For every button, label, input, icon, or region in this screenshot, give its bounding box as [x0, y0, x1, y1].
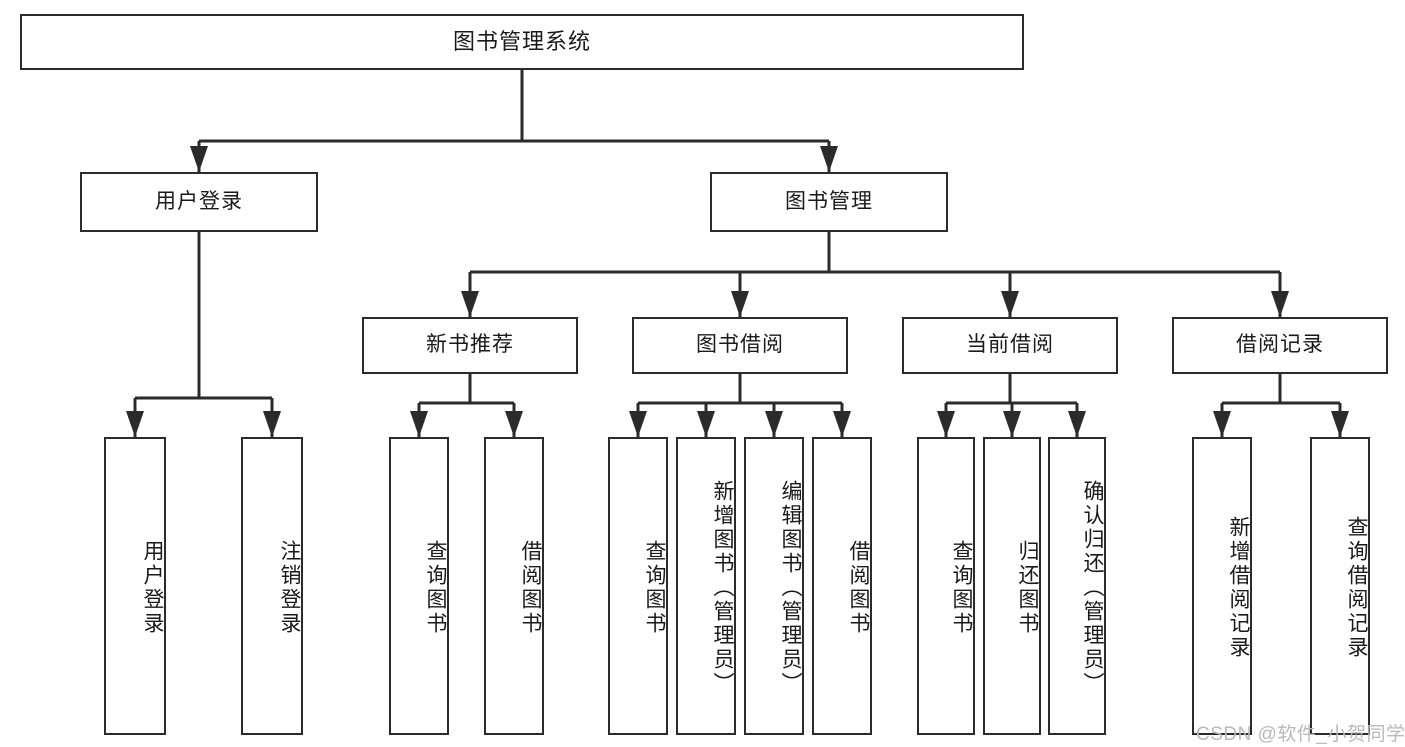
arrow-head-icon — [1003, 411, 1021, 437]
arrow-head-icon — [937, 411, 955, 437]
arrow-head-icon — [505, 411, 523, 437]
node-l3-borrow-book-2: 借阅图书 — [812, 437, 872, 735]
node-l2-borrow-record: 借阅记录 — [1172, 317, 1388, 374]
node-l3-query-book-2: 查询图书 — [608, 437, 668, 735]
node-l3-query-book-1: 查询图书 — [389, 437, 449, 735]
arrow-head-icon — [1213, 411, 1231, 437]
node-l3-add-record: 新增借阅记录 — [1192, 437, 1252, 735]
arrow-head-icon — [263, 411, 281, 437]
csdn-watermark: CSDN @软件_小贺同学 — [1196, 724, 1405, 745]
node-l3-add-book: 新增图书（管理员） — [676, 437, 736, 735]
arrow-head-icon — [461, 291, 479, 317]
node-l2-current-borrow: 当前借阅 — [902, 317, 1118, 374]
node-root: 图书管理系统 — [20, 14, 1024, 70]
arrow-head-icon — [1331, 411, 1349, 437]
arrow-head-icon — [190, 146, 208, 172]
arrow-head-icon — [126, 411, 144, 437]
arrow-head-icon — [731, 291, 749, 317]
node-l2-new-book-rec: 新书推荐 — [362, 317, 578, 374]
arrow-head-icon — [1271, 291, 1289, 317]
node-l3-query-record: 查询借阅记录 — [1310, 437, 1370, 735]
node-l1-user-login: 用户登录 — [80, 172, 318, 232]
arrow-head-icon — [833, 411, 851, 437]
arrow-head-icon — [1001, 291, 1019, 317]
arrow-head-icon — [697, 411, 715, 437]
arrow-head-icon — [765, 411, 783, 437]
node-l3-borrow-book-1: 借阅图书 — [484, 437, 544, 735]
arrow-head-icon — [820, 146, 838, 172]
node-l3-logout: 注销登录 — [241, 437, 303, 735]
node-l3-user-login: 用户登录 — [104, 437, 166, 735]
arrow-head-icon — [1068, 411, 1086, 437]
node-l3-confirm-return: 确认归还（管理员） — [1048, 437, 1106, 735]
node-l1-book-manage: 图书管理 — [710, 172, 948, 232]
node-l3-query-book-3: 查询图书 — [917, 437, 975, 735]
arrow-head-icon — [629, 411, 647, 437]
node-l3-return-book: 归还图书 — [983, 437, 1041, 735]
node-l2-book-borrow: 图书借阅 — [632, 317, 848, 374]
node-l3-edit-book: 编辑图书（管理员） — [744, 437, 804, 735]
arrow-head-icon — [410, 411, 428, 437]
